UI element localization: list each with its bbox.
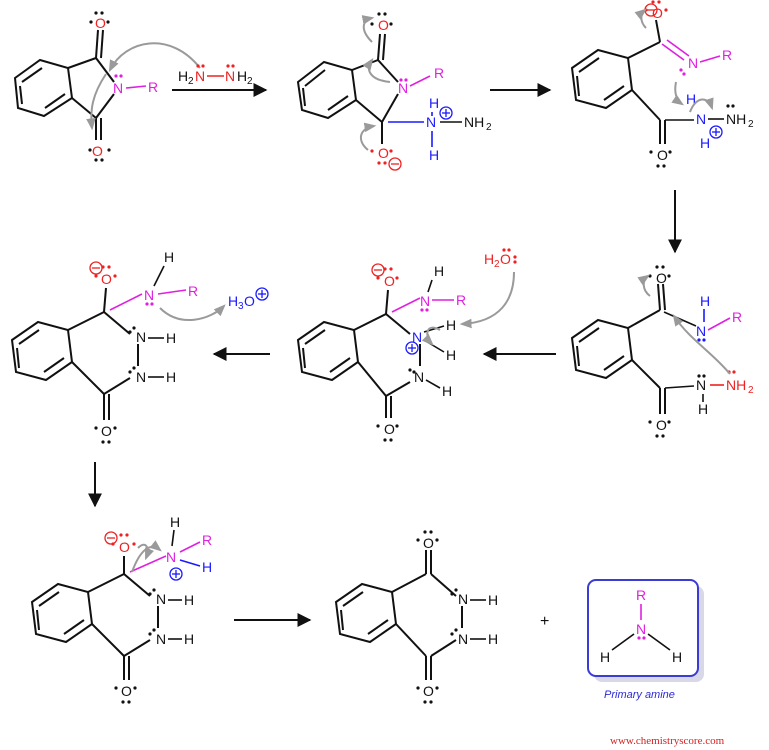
svg-text:H: H (170, 514, 180, 530)
svg-text:H: H (700, 293, 710, 309)
svg-text:H: H (488, 631, 498, 647)
svg-text:2: 2 (486, 122, 492, 133)
svg-text:N: N (195, 68, 205, 84)
svg-text:2: 2 (494, 259, 500, 270)
svg-text:H: H (446, 317, 456, 333)
svg-text:H: H (184, 592, 194, 608)
svg-text:N: N (156, 591, 166, 607)
structure-phthalimide: O O N R (13, 11, 201, 162)
svg-text:H: H (686, 91, 696, 107)
svg-text:O: O (119, 539, 130, 555)
structure-tetrahedral-1: O N R O N H H NH 2 (296, 12, 492, 171)
svg-text:O: O (384, 273, 395, 289)
svg-text:N: N (136, 369, 146, 385)
svg-text:H: H (237, 68, 247, 84)
svg-text:O: O (378, 145, 389, 161)
structure-tetrahedral-4: O N H R H N H N H O (30, 514, 212, 704)
svg-text:R: R (434, 65, 444, 81)
svg-text:O: O (657, 147, 668, 163)
svg-text:N: N (166, 549, 176, 565)
svg-text:H: H (184, 631, 194, 647)
svg-text:O: O (656, 417, 667, 433)
svg-text:NH: NH (726, 111, 746, 127)
reagent-hydrazine: H 2 N N H 2 (178, 64, 253, 87)
svg-text:H: H (672, 649, 682, 665)
svg-text:H: H (178, 68, 188, 84)
structure-phthalhydrazide: O N H N H O (334, 530, 498, 704)
svg-text:O: O (384, 421, 395, 437)
svg-text:N: N (426, 114, 436, 130)
svg-text:N: N (414, 369, 424, 385)
svg-text:R: R (636, 587, 646, 603)
svg-text:O: O (423, 683, 434, 699)
svg-text:N: N (398, 80, 408, 96)
svg-text:O: O (652, 5, 663, 21)
svg-text:H: H (484, 251, 494, 267)
svg-text:H: H (698, 401, 708, 417)
svg-text:H: H (600, 649, 610, 665)
svg-text:N: N (458, 631, 468, 647)
svg-text:2: 2 (188, 76, 194, 87)
svg-text:2: 2 (247, 76, 253, 87)
primary-amine-box: R N H H Primary amine (587, 579, 704, 701)
svg-text:H: H (446, 347, 456, 363)
svg-text:2: 2 (748, 385, 754, 396)
svg-text:R: R (722, 47, 732, 63)
svg-text:NH: NH (464, 114, 484, 130)
svg-text:O: O (378, 17, 389, 33)
svg-text:H: H (429, 95, 439, 111)
structure-tetrahedral-3: O N H R N H N H O H 3 O (10, 249, 269, 444)
structure-ring-opened: N R O O N H H NH 2 (570, 0, 754, 168)
atom-label: O (95, 15, 106, 31)
svg-text:N: N (458, 591, 468, 607)
svg-text:N: N (636, 621, 646, 637)
svg-text:O: O (101, 423, 112, 439)
atom-label: R (148, 79, 158, 95)
svg-text:O: O (423, 535, 434, 551)
svg-text:H: H (202, 559, 212, 575)
svg-text:R: R (202, 532, 212, 548)
svg-text:N: N (412, 329, 422, 345)
svg-text:H: H (700, 135, 710, 151)
svg-text:H: H (442, 383, 452, 399)
structure-amide-hydrazide: O N H R N H NH 2 O (570, 265, 754, 438)
svg-text:N: N (696, 323, 706, 339)
svg-text:N: N (696, 111, 706, 127)
svg-text:O: O (101, 271, 112, 287)
svg-text:NH: NH (726, 377, 746, 393)
primary-amine-caption: Primary amine (604, 689, 675, 701)
atom-label: O (92, 143, 103, 159)
svg-text:H: H (164, 249, 174, 265)
svg-text:H: H (434, 263, 444, 279)
svg-text:N: N (225, 68, 235, 84)
watermark: www.chemistryscore.com (610, 735, 725, 747)
plus-sign: + (540, 613, 549, 630)
svg-text:R: R (732, 309, 742, 325)
svg-text:H: H (166, 369, 176, 385)
svg-text:H: H (228, 293, 238, 309)
svg-text:N: N (688, 55, 698, 71)
svg-text:R: R (456, 292, 466, 308)
svg-text:3: 3 (238, 301, 244, 312)
svg-text:2: 2 (748, 119, 754, 130)
structure-tetrahedral-2: O N H R N H H N H O H 2 O (296, 248, 517, 442)
svg-text:H: H (429, 147, 439, 163)
svg-text:N: N (144, 287, 154, 303)
svg-text:R: R (188, 283, 198, 299)
svg-text:N: N (696, 377, 706, 393)
svg-text:N: N (420, 293, 430, 309)
svg-text:N: N (136, 329, 146, 345)
svg-text:O: O (121, 683, 132, 699)
svg-text:N: N (156, 631, 166, 647)
svg-text:H: H (166, 330, 176, 346)
svg-text:O: O (500, 251, 511, 267)
svg-text:H: H (488, 592, 498, 608)
atom-label: N (113, 80, 123, 96)
svg-text:O: O (656, 270, 667, 286)
svg-text:O: O (244, 293, 255, 309)
